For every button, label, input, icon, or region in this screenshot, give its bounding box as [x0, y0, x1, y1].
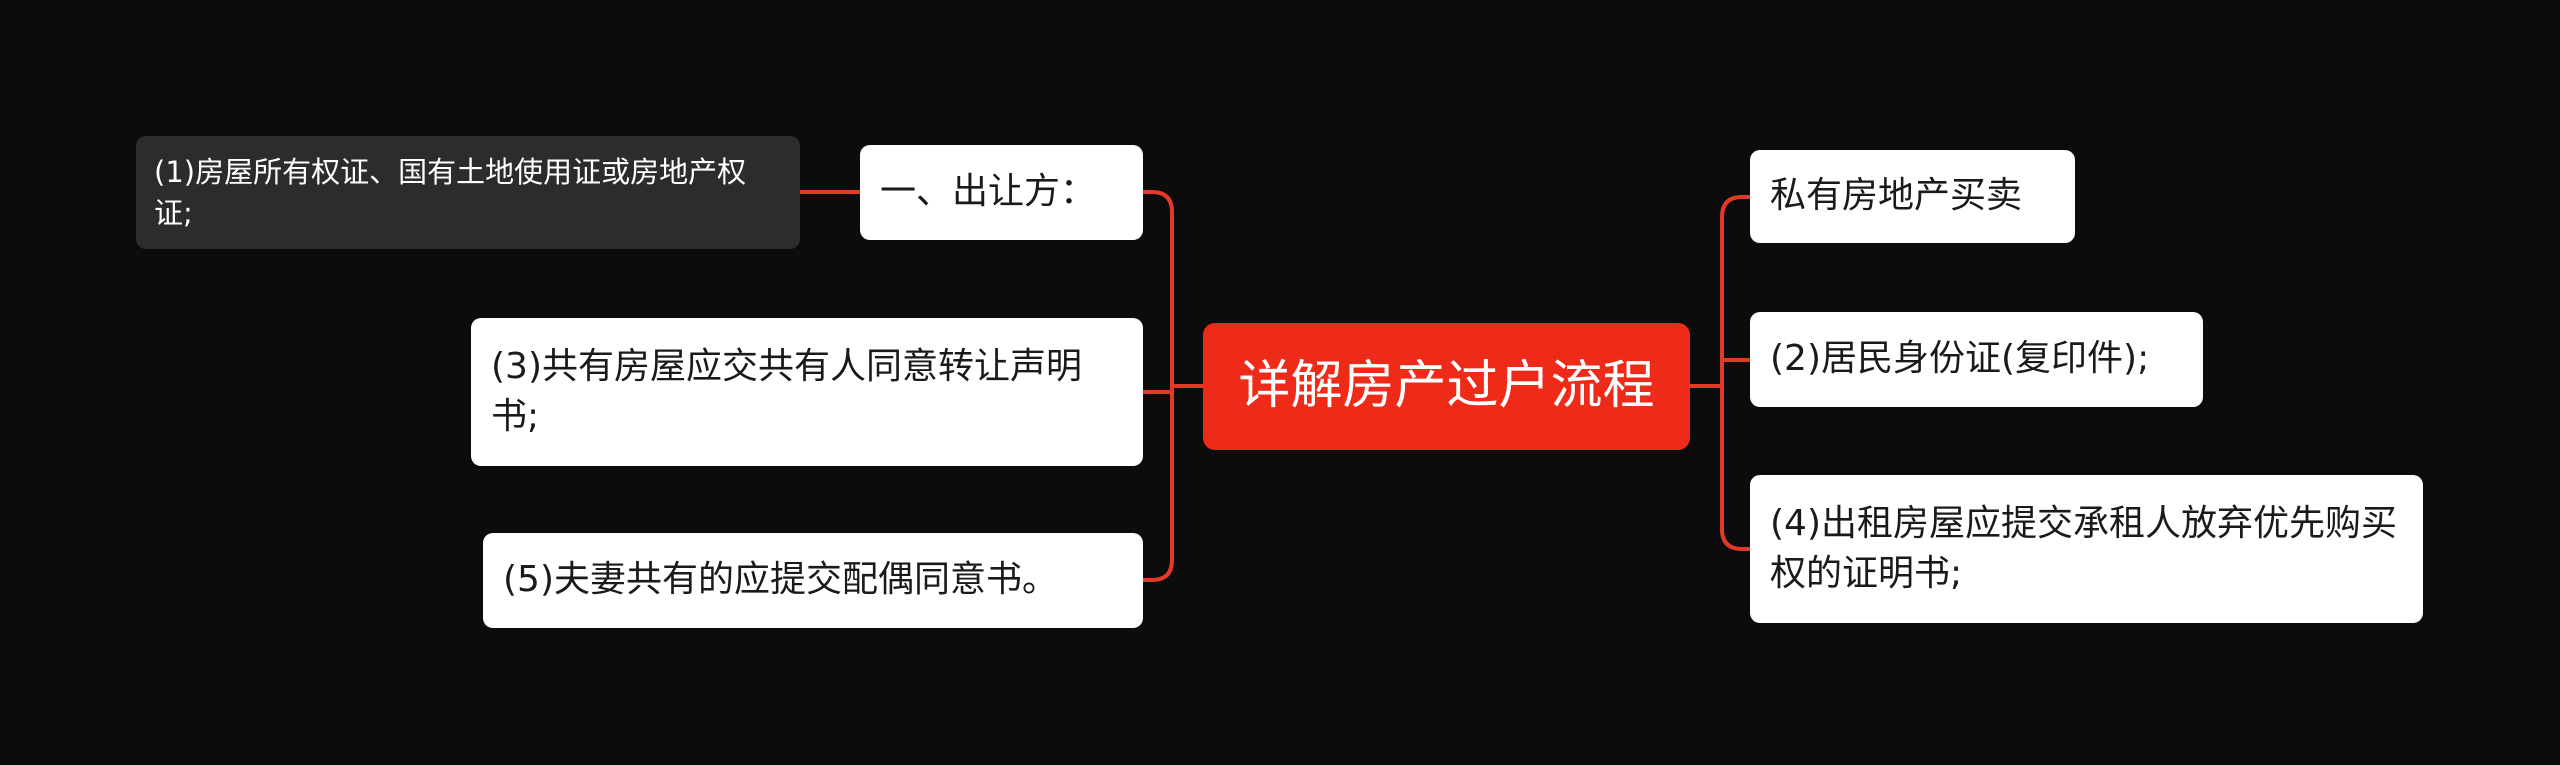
- center-topic[interactable]: 详解房产过户流程: [1203, 323, 1690, 450]
- branch-right-2[interactable]: (2)居民身份证(复印件);: [1750, 312, 2203, 407]
- detail-node-1[interactable]: (1)房屋所有权证、国有土地使用证或房地产权证;: [136, 136, 800, 249]
- branch-right-1-label: 私有房地产买卖: [1770, 175, 2023, 217]
- connector-center-to-seller: [1141, 190, 1205, 388]
- branch-left-5-label: (5)夫妻共有的应提交配偶同意书。: [503, 559, 1058, 601]
- connector-center-to-left5: [1141, 384, 1205, 582]
- branch-left-5[interactable]: (5)夫妻共有的应提交配偶同意书。: [483, 533, 1143, 628]
- branch-right-1[interactable]: 私有房地产买卖: [1750, 150, 2075, 243]
- detail-node-1-label: (1)房屋所有权证、国有土地使用证或房地产权证;: [154, 154, 747, 230]
- connector-center-to-right2: [1688, 358, 1752, 388]
- branch-right-4-label: (4)出租房屋应提交承租人放弃优先购买权的证明书;: [1770, 502, 2397, 594]
- center-topic-label: 详解房产过户流程: [1238, 356, 1655, 417]
- branch-right-2-label: (2)居民身份证(复印件);: [1770, 338, 2150, 380]
- connector-center-to-right4: [1688, 384, 1752, 551]
- branch-seller[interactable]: 一、出让方：: [860, 145, 1143, 240]
- branch-seller-label: 一、出让方：: [880, 171, 1097, 213]
- branch-right-4[interactable]: (4)出租房屋应提交承租人放弃优先购买权的证明书;: [1750, 475, 2423, 623]
- branch-left-3-label: (3)共有房屋应交共有人同意转让声明书;: [491, 345, 1082, 437]
- connector-center-to-right1: [1688, 195, 1752, 388]
- branch-left-3[interactable]: (3)共有房屋应交共有人同意转让声明书;: [471, 318, 1143, 466]
